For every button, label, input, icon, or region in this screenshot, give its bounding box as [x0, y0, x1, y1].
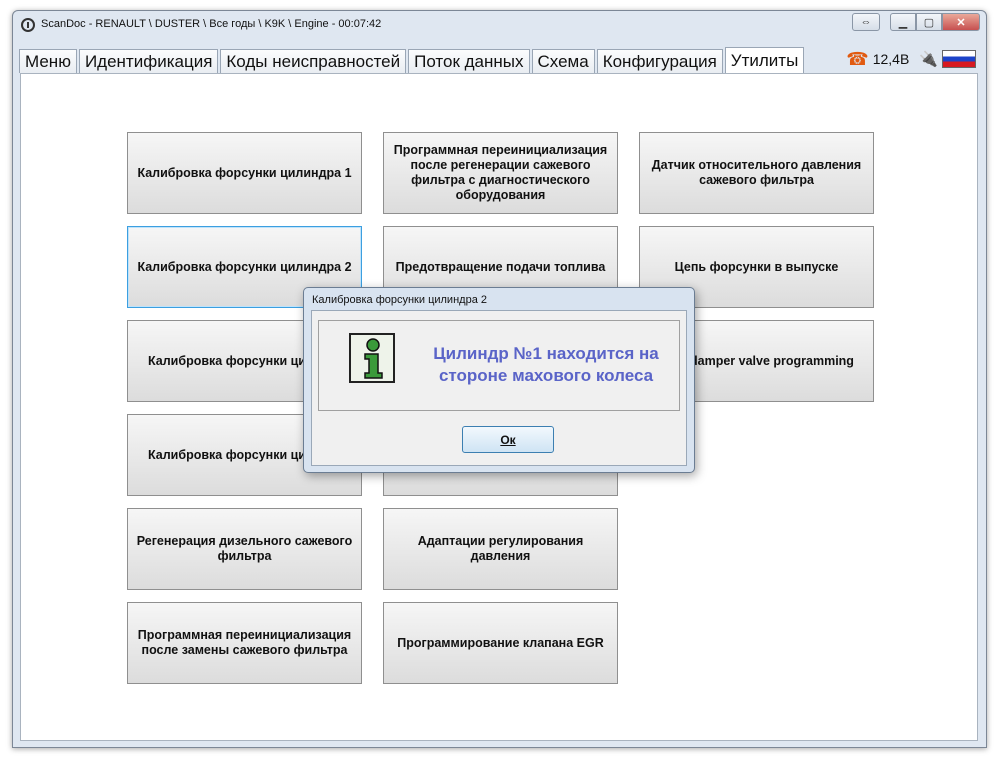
tab-configuration[interactable]: Конфигурация [596, 49, 723, 73]
dialog-message-line: стороне махового колеса [438, 366, 654, 385]
utility-button[interactable]: Датчик относительного давления сажевого … [639, 132, 874, 214]
tab-utilities[interactable]: Утилиты [724, 47, 805, 73]
title-bar: ScanDoc - RENAULT \ DUSTER \ Все годы \ … [13, 11, 986, 39]
double-arrow-icon[interactable]: ⇔ [852, 13, 880, 31]
window-title: ScanDoc - RENAULT \ DUSTER \ Все годы \ … [41, 18, 382, 30]
dialog-message: Цилиндр №1 находится на стороне махового… [415, 343, 677, 387]
phone-icon: ☎ [846, 48, 869, 69]
utility-button[interactable]: Адаптации регулирования давления [383, 508, 618, 590]
dialog-title: Калибровка форсунки цилиндра 2 [312, 294, 487, 306]
window-controls: ⇔ ▁ ▢ ✕ [852, 13, 980, 31]
utility-button[interactable]: Программирование клапана EGR [383, 602, 618, 684]
utility-button[interactable]: Регенерация дизельного сажевого фильтра [127, 508, 362, 590]
message-panel: Цилиндр №1 находится на стороне махового… [318, 320, 680, 411]
tab-data-stream[interactable]: Поток данных [408, 49, 530, 73]
app-power-icon [21, 18, 35, 32]
tab-menu[interactable]: Меню [19, 49, 77, 73]
info-icon [349, 333, 395, 383]
utility-button[interactable]: Программная переинициализация после реге… [383, 132, 618, 214]
tab-identification[interactable]: Идентификация [78, 49, 219, 73]
close-icon[interactable]: ✕ [942, 13, 980, 31]
dialog-body: Цилиндр №1 находится на стороне махового… [311, 310, 687, 466]
battery-voltage: 12,4В [872, 51, 910, 67]
utility-button[interactable]: Программная переинициализация после заме… [127, 602, 362, 684]
utility-button[interactable]: Калибровка форсунки цилиндра 1 [127, 132, 362, 214]
tab-fault-codes[interactable]: Коды неисправностей [220, 49, 407, 73]
ok-button[interactable]: Ок [462, 426, 554, 453]
dialog-message-line: Цилиндр №1 находится на [433, 344, 659, 363]
minimize-icon[interactable]: ▁ [890, 13, 916, 31]
status-area: ☎ 12,4В 🔌 [846, 47, 976, 71]
tab-schema[interactable]: Схема [531, 49, 595, 73]
main-tabs: Меню Идентификация Коды неисправностей П… [19, 47, 806, 73]
russia-flag-icon[interactable] [942, 50, 976, 68]
info-dialog: Калибровка форсунки цилиндра 2 Цилиндр №… [303, 287, 695, 473]
plug-icon: 🔌 [919, 51, 938, 68]
maximize-icon[interactable]: ▢ [916, 13, 942, 31]
